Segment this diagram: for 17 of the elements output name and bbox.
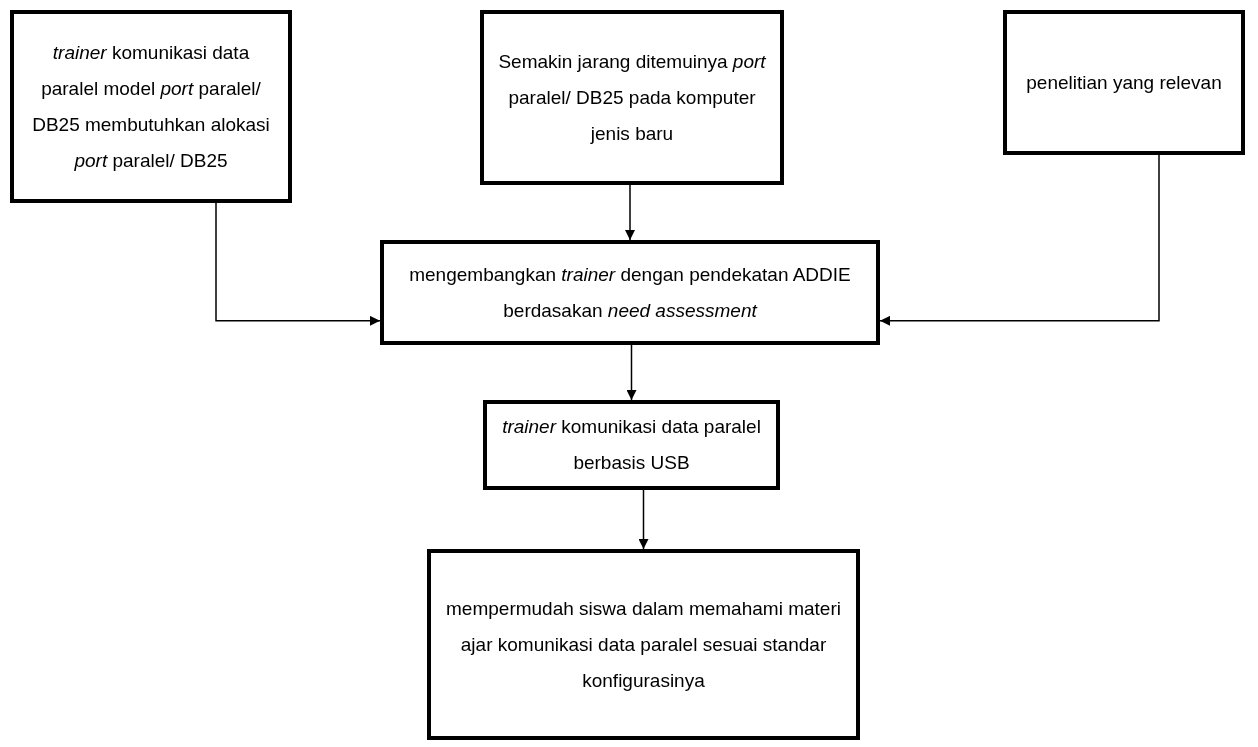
process-box: [480, 10, 784, 185]
box-text: mengembangkan trainer dengan pendekatan ADDIE berdasakan need assessment: [408, 262, 852, 323]
process-box: [483, 400, 780, 490]
arrow: [625, 184, 635, 241]
arrow: [638, 489, 649, 550]
process-box: [427, 549, 860, 740]
process-box: [10, 10, 292, 203]
box-text: penelitian yang relevan: [1026, 70, 1222, 95]
arrow: [215, 202, 381, 326]
box-text: trainer komunikasi data paralel model port paralel/ DB25 membutuhkan alokasi port paralel/ DB25: [31, 40, 271, 173]
arrow: [879, 154, 1160, 326]
box-text: mempermudah siswa dalam memahami materi ajar komunikasi data paralel sesuai standar konfigurasinya: [445, 596, 842, 693]
box-text: trainer komunikasi data paralel berbasis USB: [501, 415, 762, 475]
process-box: [1003, 10, 1245, 155]
box-text: Semakin jarang ditemuinya port paralel/ DB25 pada komputer jenis baru: [497, 49, 767, 146]
arrow: [626, 344, 637, 401]
process-box: [380, 240, 880, 345]
